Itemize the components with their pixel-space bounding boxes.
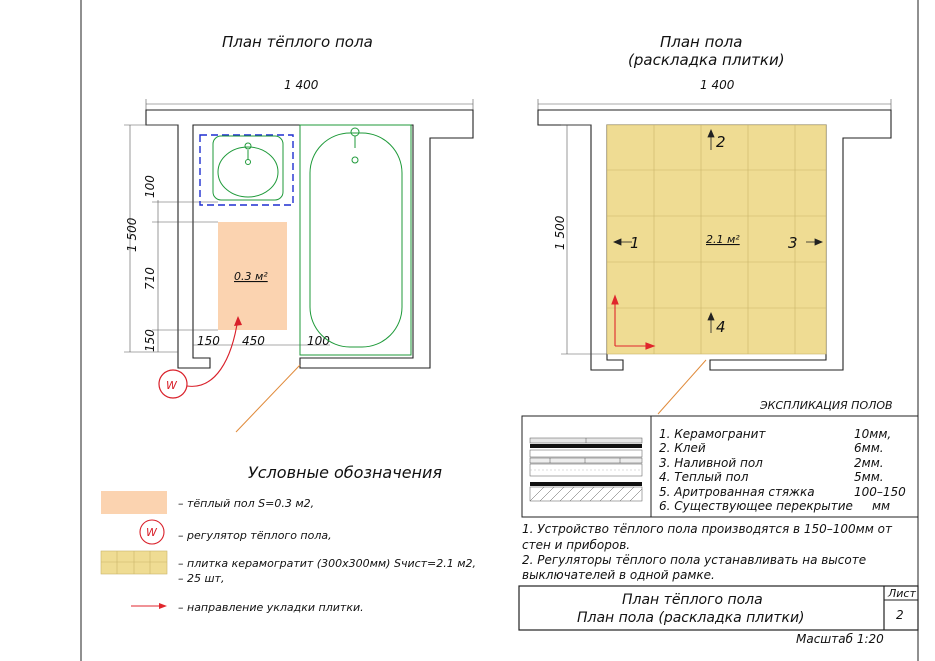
heated-floor-area <box>218 222 287 330</box>
layer-2-thickness: 6мм. <box>854 441 884 455</box>
tile-area <box>606 124 827 355</box>
title-block: План тёплого пола План пола (раскладка п… <box>518 585 919 646</box>
legend-item-heated: – тёплый пол S=0.3 м2, <box>178 497 314 510</box>
regulator-symbol: W <box>158 316 242 399</box>
floor-section-icon <box>529 437 643 502</box>
orange-leader-line-right <box>657 359 707 415</box>
note-line-1: 1. Устройство тёплого пола производятся … <box>522 522 893 536</box>
note-line-2: стен и приборов. <box>522 538 630 552</box>
dim-height-right: 1 500 <box>553 215 567 250</box>
legend-tile-swatch <box>100 550 168 575</box>
legend-regulator-icon <box>139 519 165 545</box>
dim-h-150: 150 <box>197 334 220 348</box>
layer-5-name: 5. Аритрованная стяжка <box>659 485 815 499</box>
legend-arrow-icon <box>131 603 167 609</box>
dim-v-710: 710 <box>143 267 157 290</box>
dim-h-450: 450 <box>242 334 265 348</box>
dir-2: 2 <box>716 133 726 151</box>
dim-width-left: 1 400 <box>284 78 319 92</box>
legend-item-regulator: – регулятор тёплого пола, <box>178 529 332 542</box>
tile-area-label: 2.1 м² <box>706 233 740 246</box>
layer-6-name: 6. Существующее перекрытие <box>659 499 853 513</box>
walls-left <box>145 109 474 369</box>
plan-right-title-1: План пола <box>660 33 742 51</box>
note-line-3: 2. Регуляторы тёплого пола устанавливать… <box>522 553 866 567</box>
dir-1: 1 <box>630 234 640 252</box>
heated-area-label: 0.3 м² <box>234 270 268 283</box>
layer-3-name: 3. Наливной пол <box>659 456 763 470</box>
direction-arrows <box>612 128 824 333</box>
legend: Условные обозначения – тёплый пол S=0.3 … <box>100 463 476 614</box>
heated-floor-plan: План тёплого пола 1 400 1 500 100 710 15… <box>124 33 474 433</box>
legend-item-tile-1: – плитка керамогратит (300х300мм) Sчист=… <box>178 557 476 570</box>
stamp-line-1: План тёплого пола <box>622 592 763 608</box>
dim-h-100: 100 <box>307 334 330 348</box>
stamp-scale: Масштаб 1:20 <box>796 632 884 646</box>
note-line-4: выключателей в одной рамке. <box>522 568 715 582</box>
tile-layout-plan: План пола (раскладка плитки) 1 400 2.1 м… <box>537 33 892 415</box>
layer-3-thickness: 2мм. <box>854 456 884 470</box>
dir-4: 4 <box>716 318 726 336</box>
dir-3: 3 <box>788 234 798 252</box>
layer-6-thickness: мм <box>872 499 890 513</box>
legend-item-arrow: – направление укладки плитки. <box>178 601 364 614</box>
sink-icon <box>212 135 284 201</box>
floor-explication: ЭКСПЛИКАЦИЯ ПОЛОВ 1. Керамогранит 2. Кле… <box>521 399 919 518</box>
layer-4-name: 4. Теплый пол <box>659 470 749 484</box>
legend-regulator-letter: W <box>146 526 158 539</box>
tile-grid <box>607 125 826 354</box>
dim-v-150: 150 <box>143 329 157 352</box>
sink-zone-dashed <box>199 134 294 206</box>
legend-heading: Условные обозначения <box>248 463 442 482</box>
stamp-sheet-number: 2 <box>896 608 904 622</box>
dim-v-100: 100 <box>143 175 157 198</box>
plan-left-title: План тёплого пола <box>222 33 373 51</box>
layer-1-thickness: 10мм, <box>854 427 891 441</box>
layer-4-thickness: 5мм. <box>854 470 884 484</box>
legend-heated-swatch <box>101 491 167 514</box>
layer-2-name: 2. Клей <box>659 441 706 455</box>
dim-width-right: 1 400 <box>700 78 735 92</box>
regulator-letter: W <box>166 379 178 392</box>
layer-5-thickness: 100–150 <box>854 485 906 499</box>
explication-title: ЭКСПЛИКАЦИЯ ПОЛОВ <box>759 399 893 412</box>
stamp-line-2: План пола (раскладка плитки) <box>577 610 805 626</box>
layer-1-name: 1. Керамогранит <box>659 427 766 441</box>
dim-height-left: 1 500 <box>125 217 139 252</box>
bathtub-icon <box>299 124 412 356</box>
start-corner-arrows <box>611 294 656 350</box>
plan-right-title-2: (раскладка плитки) <box>628 51 785 69</box>
notes: 1. Устройство тёплого пола производятся … <box>522 522 893 582</box>
explication-frame <box>521 415 919 518</box>
title-block-frame <box>518 585 919 631</box>
legend-item-tile-2: – 25 шт, <box>178 572 224 585</box>
stamp-sheet-label: Лист <box>887 587 916 600</box>
orange-leader-line <box>235 364 301 433</box>
